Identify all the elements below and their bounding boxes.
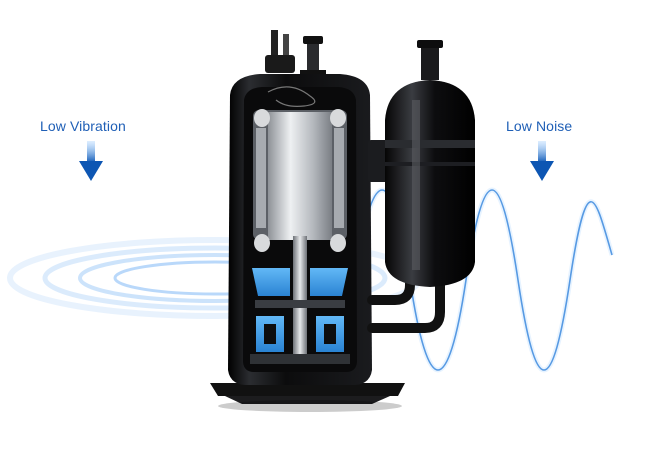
- accumulator-tank: [385, 40, 475, 287]
- motor-stator: [253, 109, 347, 252]
- pump-assembly: [250, 268, 350, 364]
- low-noise-label: Low Noise: [506, 118, 573, 134]
- compressor-base: [210, 383, 405, 412]
- top-terminals: [265, 30, 326, 78]
- suction-pipes: [367, 267, 445, 333]
- low-vibration-label: Low Vibration: [40, 118, 126, 134]
- down-arrow-icon: [79, 141, 103, 181]
- tank-bracket: [368, 140, 390, 182]
- shaft: [293, 236, 307, 356]
- down-arrow-icon: [530, 141, 554, 181]
